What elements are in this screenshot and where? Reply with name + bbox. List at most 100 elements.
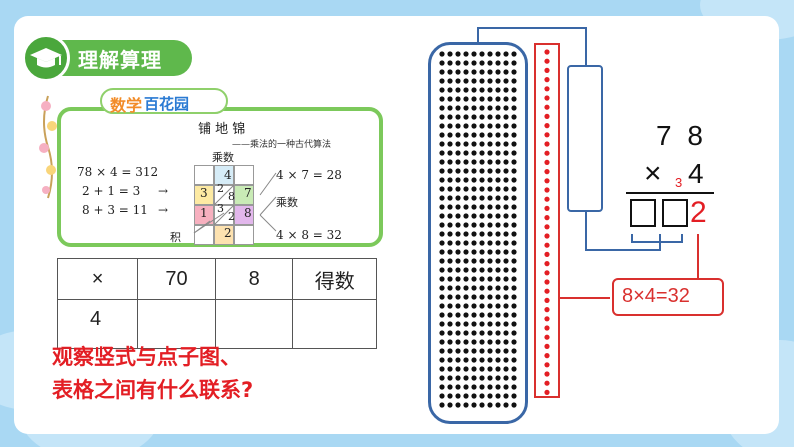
dot bbox=[511, 303, 517, 309]
garden-tag: 数学 百花园 bbox=[100, 88, 228, 115]
table-row: 4 bbox=[56, 299, 377, 349]
dot bbox=[439, 285, 445, 291]
dot bbox=[447, 312, 453, 318]
red-dot bbox=[544, 288, 550, 294]
dot bbox=[479, 186, 485, 192]
answer-box[interactable] bbox=[662, 199, 688, 227]
dot bbox=[495, 294, 501, 300]
dot bbox=[439, 69, 445, 75]
red-dot bbox=[544, 178, 550, 184]
section-title: 理解算理 bbox=[78, 48, 162, 72]
dot bbox=[511, 195, 517, 201]
carry-digit: 3 bbox=[675, 175, 683, 190]
dot bbox=[447, 60, 453, 66]
dot bbox=[479, 132, 485, 138]
dot bbox=[439, 222, 445, 228]
dot bbox=[439, 195, 445, 201]
dot bbox=[439, 267, 445, 273]
dot bbox=[487, 231, 493, 237]
multiplier-label: 乘数 bbox=[276, 196, 298, 209]
multiplier-digit: 4 bbox=[688, 158, 704, 189]
dot bbox=[495, 312, 501, 318]
dot bbox=[511, 384, 517, 390]
dot bbox=[495, 384, 501, 390]
dot bbox=[503, 222, 509, 228]
section-badge: 理解算理 bbox=[22, 34, 192, 82]
dot bbox=[463, 276, 469, 282]
red-dot-column-frame bbox=[534, 43, 560, 398]
dot bbox=[503, 339, 509, 345]
dot bbox=[471, 87, 477, 93]
dot bbox=[455, 195, 461, 201]
dot bbox=[463, 150, 469, 156]
dot bbox=[479, 141, 485, 147]
dot bbox=[471, 393, 477, 399]
dot bbox=[511, 177, 517, 183]
dot bbox=[479, 60, 485, 66]
dot bbox=[495, 330, 501, 336]
dot bbox=[511, 339, 517, 345]
dot bbox=[455, 123, 461, 129]
dot bbox=[447, 267, 453, 273]
dot bbox=[471, 402, 477, 408]
dot bbox=[479, 357, 485, 363]
dot bbox=[495, 114, 501, 120]
dot bbox=[447, 123, 453, 129]
dot bbox=[479, 276, 485, 282]
arrow-1: → bbox=[158, 184, 169, 198]
dot bbox=[463, 249, 469, 255]
dot bbox=[471, 96, 477, 102]
result-ones-digit: 2 bbox=[690, 196, 707, 229]
dot bbox=[487, 267, 493, 273]
equation-2: 2 + 1 = 3 bbox=[82, 184, 141, 198]
dot bbox=[471, 204, 477, 210]
dot bbox=[463, 51, 469, 57]
dot bbox=[471, 78, 477, 84]
dot bbox=[511, 78, 517, 84]
garden-tag-part1: 数学 bbox=[110, 96, 143, 115]
dot bbox=[471, 348, 477, 354]
dot bbox=[447, 339, 453, 345]
dot bbox=[495, 168, 501, 174]
dot bbox=[455, 96, 461, 102]
dot bbox=[511, 186, 517, 192]
red-dot bbox=[544, 325, 550, 331]
dot bbox=[463, 312, 469, 318]
dot bbox=[503, 393, 509, 399]
dot bbox=[487, 150, 493, 156]
dot bbox=[463, 96, 469, 102]
table-cell-answer[interactable] bbox=[137, 299, 216, 349]
dot bbox=[471, 258, 477, 264]
dot bbox=[487, 105, 493, 111]
dot bbox=[463, 114, 469, 120]
dot bbox=[495, 213, 501, 219]
red-dot bbox=[544, 307, 550, 313]
dot bbox=[471, 276, 477, 282]
dot bbox=[495, 267, 501, 273]
dot bbox=[479, 267, 485, 273]
dot bbox=[455, 51, 461, 57]
dot bbox=[439, 96, 445, 102]
grid-digit: 7 bbox=[244, 186, 252, 200]
dot bbox=[479, 123, 485, 129]
dot bbox=[447, 393, 453, 399]
dot bbox=[471, 150, 477, 156]
dot bbox=[487, 384, 493, 390]
answer-box[interactable] bbox=[630, 199, 656, 227]
red-dot bbox=[544, 95, 550, 101]
red-dot bbox=[544, 261, 550, 267]
red-dot bbox=[544, 215, 550, 221]
dot bbox=[455, 330, 461, 336]
dot bbox=[495, 159, 501, 165]
dot bbox=[503, 132, 509, 138]
table-cell-answer[interactable] bbox=[214, 299, 294, 349]
dot bbox=[439, 159, 445, 165]
table-cell: 4 bbox=[56, 299, 139, 349]
grid-cell bbox=[194, 165, 214, 185]
dot bbox=[479, 294, 485, 300]
table-cell-answer[interactable] bbox=[292, 299, 377, 349]
dot bbox=[455, 168, 461, 174]
dot bbox=[479, 96, 485, 102]
dot bbox=[463, 330, 469, 336]
